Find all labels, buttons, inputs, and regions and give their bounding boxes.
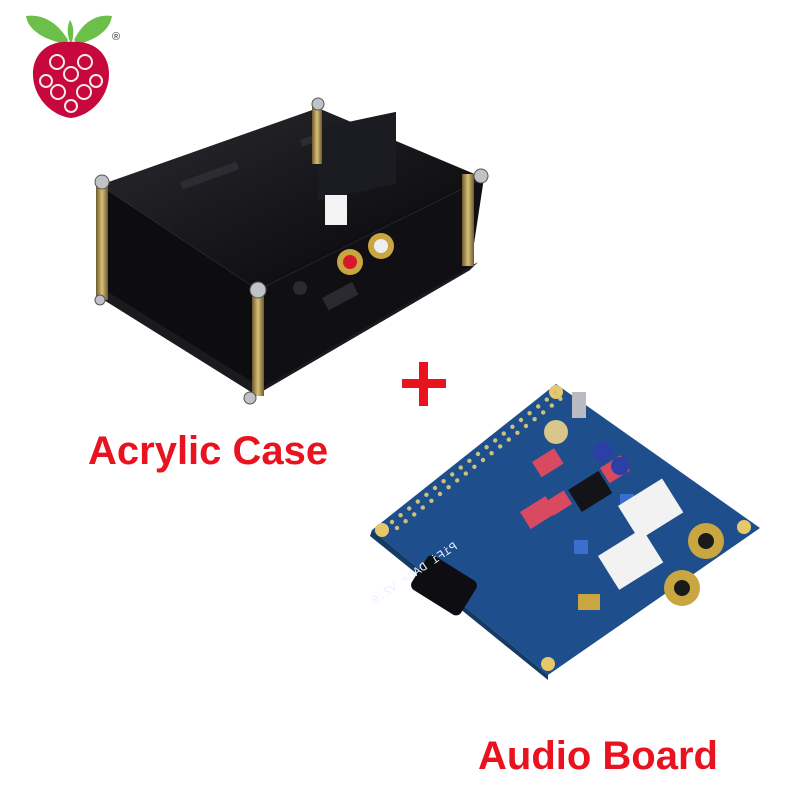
gpio-pin <box>558 396 563 401</box>
electrolytic-capacitor <box>544 420 568 444</box>
gpio-pin <box>544 397 549 402</box>
gpio-pin <box>501 431 506 436</box>
gpio-pin <box>510 424 515 429</box>
gpio-pin <box>407 506 412 511</box>
case-toggle-switch <box>325 195 347 225</box>
gpio-pin <box>420 505 425 510</box>
gpio-pin <box>518 417 524 423</box>
gpio-pin <box>389 519 395 525</box>
case-vent-slot <box>179 161 240 190</box>
gpio-pin <box>403 519 408 524</box>
case-standoffs <box>96 104 474 396</box>
gpio-pin <box>506 437 511 442</box>
electrolytic-capacitor <box>611 457 629 475</box>
gpio-pin <box>429 498 434 503</box>
board-switch <box>572 392 586 418</box>
gpio-pin <box>458 465 463 470</box>
raspberry-pi-logo: ® <box>26 15 120 118</box>
capacitor-block <box>545 490 573 516</box>
gpio-pin <box>463 471 468 476</box>
gpio-pin <box>398 513 403 518</box>
gpio-pin <box>467 458 472 463</box>
gpio-pin <box>450 472 455 477</box>
gpio-pin <box>472 464 477 469</box>
gpio-pin <box>489 451 494 456</box>
rca-housing-white <box>617 478 684 540</box>
gpio-pin <box>493 438 498 443</box>
gpio-pin <box>515 430 520 435</box>
logo-leaves <box>26 15 112 44</box>
case-port-opening <box>322 282 359 311</box>
gpio-pin <box>437 491 443 497</box>
gpio-pin <box>532 417 537 422</box>
case-rca-opening <box>318 111 396 201</box>
gpio-pin <box>480 457 486 463</box>
logo-drupelets-fill <box>41 56 101 111</box>
gpio-pin <box>498 444 503 449</box>
registered-mark: ® <box>112 31 120 43</box>
gpio-pin <box>484 445 489 450</box>
pcb-board <box>372 384 760 675</box>
gpio-pin <box>541 410 546 415</box>
electrolytic-capacitor <box>593 442 613 462</box>
dac-chip <box>568 470 613 513</box>
gpio-pin <box>415 499 420 504</box>
gpio-pin <box>536 404 541 409</box>
case-left-side <box>100 185 258 395</box>
side-connector <box>578 594 600 610</box>
gpio-pin <box>441 479 446 484</box>
plus-icon <box>402 362 446 406</box>
headphone-jack <box>411 555 477 616</box>
gpio-pin <box>527 411 532 416</box>
gpio-pin <box>455 478 460 483</box>
case-port-opening <box>293 281 307 295</box>
gpio-pin <box>412 512 417 517</box>
case-right-side <box>256 178 484 395</box>
gpio-pin <box>549 403 554 408</box>
case-screws <box>94 97 489 405</box>
gpio-pin <box>394 525 400 531</box>
gpio-pin <box>523 423 529 429</box>
gpio-pin <box>424 492 429 497</box>
trimmer-potentiometer <box>574 540 588 554</box>
caption-acrylic-case: Acrylic Case <box>88 429 329 473</box>
caption-audio-board: Audio Board <box>478 734 718 778</box>
gpio-pin <box>475 451 481 457</box>
gpio-pin <box>432 485 438 491</box>
rca-housing-white <box>598 528 664 590</box>
gpio-header <box>389 390 563 531</box>
gpio-pin <box>553 390 558 395</box>
gpio-pin <box>446 485 451 490</box>
capacitor-block <box>531 448 564 478</box>
